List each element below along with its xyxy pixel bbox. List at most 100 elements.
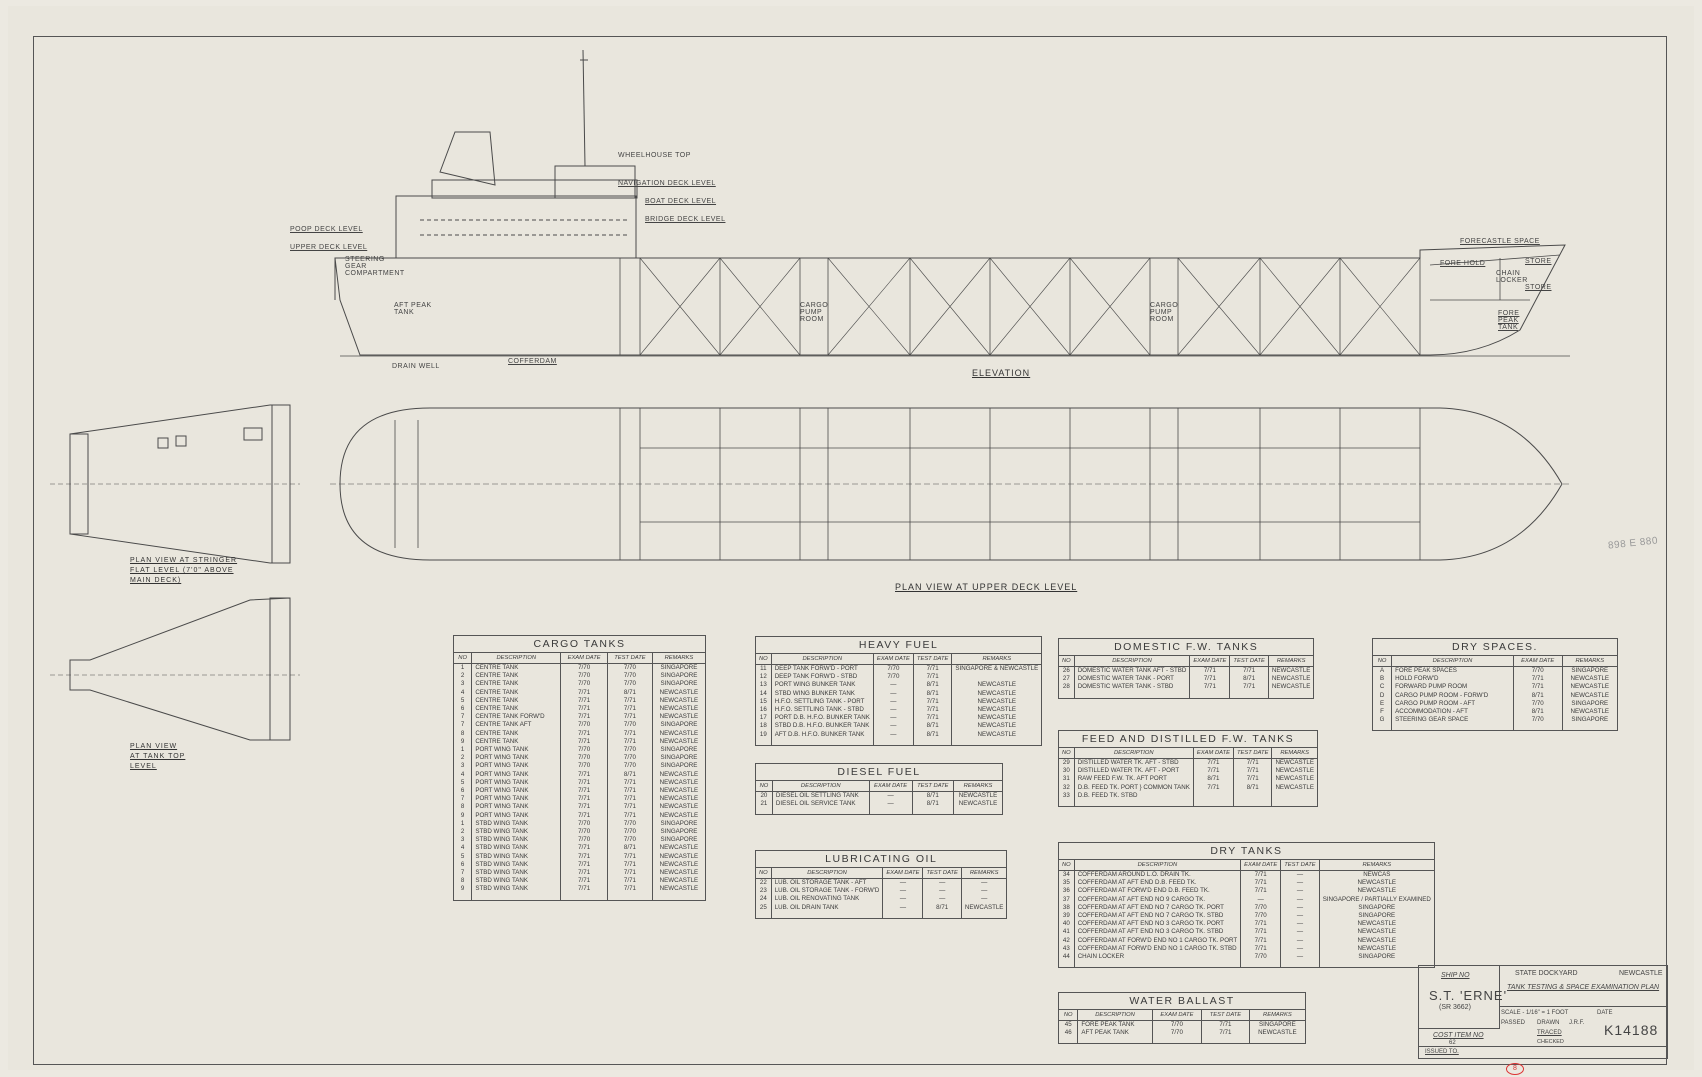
table-cell: —: [872, 730, 914, 739]
table-cell: 5: [452, 778, 473, 788]
table-cell: G: [1371, 716, 1393, 725]
table-cell: 36: [1058, 887, 1075, 896]
col-remarks: Remarks: [1267, 655, 1315, 667]
table-row: 6Centre Tank7/717/71Newcastle: [452, 705, 707, 714]
table-cell: —: [922, 887, 962, 896]
table-cell: 7/70: [560, 819, 608, 829]
label-bridge-deck: Bridge Deck Level: [645, 216, 726, 223]
col-remarks: Remarks: [953, 780, 1003, 792]
table-cell: 7/71: [560, 737, 608, 747]
table-padding-row: [1057, 1037, 1307, 1044]
table-cell: 7/71: [1240, 936, 1282, 945]
table-cell: [1271, 791, 1318, 801]
col-exam-date: Exam Date: [1512, 655, 1563, 667]
table-cell: 16: [755, 706, 772, 715]
col-description: Description: [771, 780, 870, 792]
table-cell: Newcastle: [651, 737, 707, 747]
table-cell: —: [1280, 895, 1320, 904]
table-cell: Port Wing Tank: [471, 746, 562, 755]
table-cell: Port Wing Tank: [471, 803, 562, 812]
cargo-tanks-body: 1Centre Tank7/707/70Singapore2Centre Tan…: [452, 663, 707, 901]
table-cell: 30: [1058, 767, 1075, 776]
diesel-fuel-body: 20Diesel Oil Settling Tank—8/71Newcastle…: [755, 791, 1003, 815]
table-cell: [1232, 791, 1273, 801]
table-cell: Newcas: [1318, 870, 1435, 880]
table-cell: Port Wing Tank: [471, 787, 562, 796]
table-cell: 7/71: [1512, 683, 1563, 692]
plan-title: Tank Testing & Space Examination Plan: [1507, 984, 1660, 991]
table-cell: 7/71: [1192, 767, 1234, 776]
table-cell: 21: [755, 800, 773, 809]
table-cell: Newcastle: [1561, 675, 1619, 684]
table-cell: Newcastle: [651, 713, 707, 722]
table-cell: Newcastle: [651, 860, 707, 870]
table-row: 11Deep Tank Forw'd - Port7/707/71Singapo…: [755, 664, 1043, 674]
table-padding-row: [1058, 961, 1435, 968]
label-boat-deck: Boat Deck Level: [645, 198, 717, 205]
table-cell: 26: [1058, 666, 1075, 676]
table-cell: —: [1280, 912, 1320, 921]
table-cell: 8/71: [912, 730, 953, 739]
ship-no-label: Ship No: [1441, 972, 1470, 979]
table-cell: Newcastle: [651, 688, 707, 697]
table-cell: Newcastle: [1318, 879, 1435, 888]
table-cell: 7/70: [607, 762, 653, 771]
table-cell: 4: [452, 688, 473, 697]
title-block: Ship No S.T. 'ERNE' (SR 3662) Cost Item …: [1418, 965, 1668, 1059]
table-cell: Singapore: [1561, 699, 1619, 709]
heavy-fuel-table: Heavy Fuel No Description Exam Date Test…: [755, 636, 1043, 746]
table-cell: Cofferdam at Aft End No 9 Cargo Tk.: [1073, 895, 1242, 904]
yard-city: Newcastle: [1619, 970, 1663, 977]
feed-distilled-body: 29Distilled Water Tk. Aft - Stbd7/717/71…: [1058, 758, 1318, 807]
dry-tanks-table: Dry Tanks No Description Exam Date Test …: [1058, 842, 1435, 969]
table-cell: —: [960, 878, 1008, 888]
table-cell: —: [868, 791, 913, 801]
table-row: 42Cofferdam at Forw'd End No 1 Cargo Tk.…: [1058, 936, 1435, 945]
table-row: 17Port D.B. H.F.O. Bunker Tank—7/71Newca…: [755, 714, 1043, 723]
col-description: Description: [770, 653, 874, 665]
table-cell: 7/70: [607, 721, 653, 730]
table-cell: Newcastle: [951, 681, 1043, 690]
table-cell: Newcastle: [651, 877, 707, 886]
table-row: 38Cofferdam at Aft End No 7 Cargo Tk. Po…: [1058, 903, 1435, 913]
table-cell: Lub. Oil Storage Tank - Aft: [770, 878, 884, 888]
table-cell: Singapore / Partially Examined: [1318, 895, 1435, 904]
table-cell: 7/70: [1240, 903, 1282, 913]
table-cell: 7/71: [912, 706, 953, 715]
table-cell: Singapore: [1248, 1020, 1307, 1030]
domestic-fw-table: Domestic F.W. Tanks No Description Exam …: [1058, 638, 1315, 699]
table-cell: 27: [1058, 675, 1075, 684]
table-cell: 7/71: [607, 860, 653, 870]
table-cell: Singapore: [651, 663, 707, 673]
table-cell: 24: [755, 895, 772, 904]
table-row: 22Lub. Oil Storage Tank - Aft———: [755, 878, 1008, 888]
table-row: 21Diesel Oil Service Tank—8/71Newcastle: [755, 800, 1003, 809]
col-no: No: [755, 867, 772, 879]
table-row: 30Distilled Water Tk. Aft - Port7/717/71…: [1058, 767, 1318, 776]
col-exam-date: Exam Date: [882, 867, 924, 879]
table-cell: —: [882, 878, 924, 888]
label-fore-peak-tank: Fore Peak Tank: [1498, 310, 1520, 331]
label-store-2: Store: [1525, 284, 1552, 291]
table-row: 2Centre Tank7/707/70Singapore: [452, 672, 707, 681]
table-cell: —: [882, 887, 924, 896]
table-cell: —: [1240, 895, 1282, 904]
table-cell: Lub. Oil Storage Tank - Forw'd: [770, 887, 884, 896]
table-cell: B: [1371, 675, 1393, 684]
label-drain-well: Drain Well: [392, 363, 440, 370]
table-cell: 2: [452, 672, 473, 681]
table-cell: Newcastle: [951, 697, 1043, 707]
table-cell: 4: [452, 770, 473, 779]
table-cell: 7/70: [607, 754, 653, 763]
table-row: 25Lub. Oil Drain Tank—8/71Newcastle: [755, 903, 1008, 912]
table-cell: 7/71: [560, 860, 608, 870]
table-cell: 3: [452, 680, 473, 689]
table-cell: Newcastle: [1318, 928, 1435, 937]
col-exam-date: Exam Date: [560, 652, 608, 664]
table-cell: [1192, 791, 1234, 801]
table-cell: Lub. Oil Renovating Tank: [770, 895, 884, 904]
table-cell: Port Wing Tank: [471, 795, 562, 804]
table-row: 26Domestic Water Tank Aft - Stbd7/717/71…: [1058, 666, 1315, 676]
table-cell: 7/70: [1151, 1020, 1203, 1030]
table-cell: Newcastle: [953, 791, 1003, 801]
